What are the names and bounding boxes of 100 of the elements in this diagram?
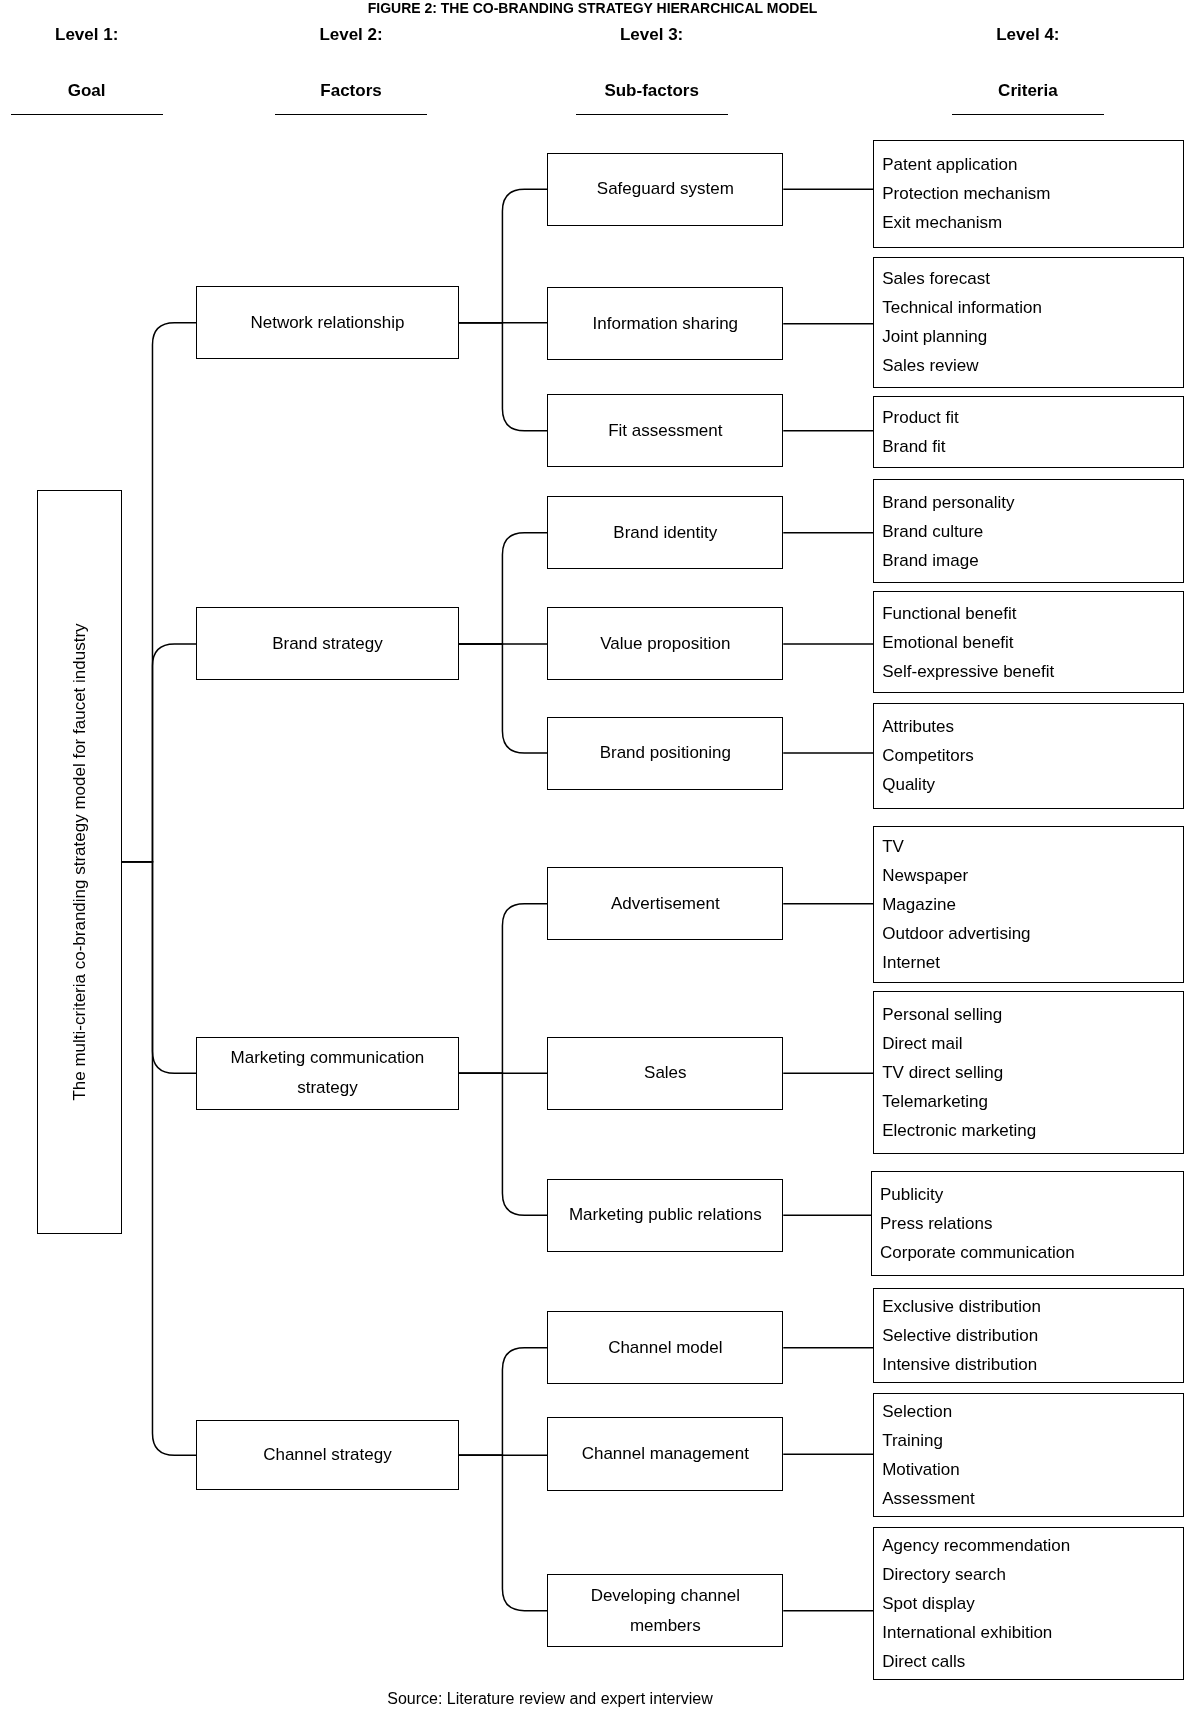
- criteria-box: [873, 1392, 1184, 1517]
- criteria-item: Assessment: [882, 1487, 975, 1510]
- criteria-item: Press relations: [880, 1213, 993, 1236]
- connector-line: [782, 902, 874, 905]
- connector-line: [782, 752, 874, 754]
- criteria-item: Attributes: [882, 716, 954, 739]
- connector-line: [782, 643, 874, 645]
- sub-factor-label: Fit assessment: [608, 419, 723, 442]
- sub-factor-box: [547, 607, 784, 681]
- connector-line: [457, 643, 549, 754]
- factor-box: [196, 607, 459, 681]
- factor-label: Marketing communication strategy: [229, 1047, 426, 1100]
- connector-line: [782, 188, 874, 190]
- criteria-item: Telemarketing: [882, 1091, 989, 1114]
- sub-factor-box: [547, 287, 784, 361]
- sub-factor-label: Channel management: [581, 1443, 749, 1466]
- connector-line: [782, 1609, 874, 1612]
- criteria-box: [871, 1171, 1184, 1277]
- criteria-item: Direct mail: [882, 1033, 963, 1056]
- criteria-item: Directory search: [882, 1564, 1006, 1587]
- factor-label: Channel strategy: [263, 1444, 392, 1467]
- criteria-item: Technical information: [882, 297, 1042, 320]
- criteria-box: [873, 139, 1184, 248]
- criteria-box: [873, 825, 1184, 983]
- level-heading: Level 2:: [318, 25, 384, 46]
- sub-factor-label: Advertisement: [610, 892, 720, 915]
- level-heading: Level 4:: [995, 25, 1061, 46]
- column-heading: Factors: [319, 80, 383, 101]
- criteria-item: Joint planning: [882, 326, 988, 349]
- criteria-item: Brand image: [882, 549, 979, 572]
- criteria-item: Selection: [882, 1400, 953, 1423]
- column-heading: Criteria: [997, 80, 1059, 101]
- criteria-item: Brand personality: [882, 491, 1015, 514]
- criteria-item: Quality: [882, 774, 936, 797]
- connector-line: [457, 1454, 549, 1612]
- factor-box: [196, 286, 459, 360]
- connector-line: [782, 531, 874, 534]
- column-heading: Goal: [66, 80, 107, 101]
- sub-factor-box: [547, 394, 784, 468]
- sub-factor-box: [547, 496, 784, 570]
- criteria-item: Patent application: [882, 154, 1018, 177]
- criteria-item: Protection mechanism: [882, 183, 1051, 206]
- sub-factor-box: [547, 867, 784, 941]
- criteria-item: TV direct selling: [882, 1062, 1004, 1085]
- connector-line: [121, 861, 198, 1457]
- criteria-item: Personal selling: [882, 1004, 1003, 1027]
- criteria-box: [873, 479, 1184, 583]
- criteria-item: Training: [882, 1429, 943, 1452]
- criteria-item: Exclusive distribution: [882, 1296, 1041, 1319]
- criteria-item: Spot display: [882, 1593, 975, 1616]
- sub-factor-label: Marketing public relations: [568, 1204, 762, 1227]
- criteria-box: [873, 256, 1184, 388]
- criteria-item: Electronic marketing: [882, 1120, 1037, 1143]
- connector-line: [457, 322, 549, 432]
- sub-factor-label: Information sharing: [592, 312, 739, 335]
- sub-factor-label: Safeguard system: [596, 178, 734, 201]
- sub-factor-box: [547, 1036, 784, 1110]
- connector-line: [782, 1214, 872, 1216]
- criteria-item: Brand fit: [882, 436, 946, 459]
- criteria-item: Brand culture: [882, 520, 984, 543]
- level-heading: Level 3:: [618, 25, 685, 46]
- criteria-box: [873, 591, 1184, 694]
- criteria-item: Self-expressive benefit: [882, 660, 1055, 683]
- column-heading: Sub-factors: [603, 80, 700, 101]
- criteria-item: International exhibition: [882, 1622, 1053, 1645]
- criteria-item: Outdoor advertising: [882, 922, 1031, 945]
- connector-line: [782, 323, 874, 325]
- criteria-item: Sales forecast: [882, 268, 990, 291]
- criteria-item: Product fit: [882, 407, 959, 430]
- sub-factor-box: [547, 716, 784, 790]
- criteria-item: Agency recommendation: [882, 1535, 1071, 1558]
- connector-line: [457, 1072, 549, 1216]
- criteria-item: Magazine: [882, 893, 956, 916]
- factor-box: [196, 1420, 459, 1491]
- criteria-item: TV: [882, 835, 904, 858]
- criteria-box: [873, 1527, 1184, 1681]
- criteria-box: [873, 1287, 1184, 1384]
- sub-factor-label: Sales: [644, 1062, 687, 1085]
- sub-factor-label: Developing channel members: [589, 1584, 741, 1637]
- criteria-box: [873, 396, 1184, 469]
- sub-factor-label: Brand identity: [613, 521, 718, 544]
- criteria-item: Intensive distribution: [882, 1354, 1038, 1377]
- sub-factor-label: Channel model: [608, 1336, 723, 1359]
- criteria-item: Newspaper: [882, 864, 969, 887]
- criteria-item: Corporate communication: [880, 1242, 1075, 1265]
- sub-factor-box: [547, 1311, 784, 1385]
- connector-line: [782, 1072, 874, 1074]
- goal-box: [37, 489, 122, 1234]
- sub-factor-label: Value proposition: [600, 632, 731, 655]
- criteria-item: Emotional benefit: [882, 631, 1014, 654]
- criteria-item: Motivation: [882, 1458, 960, 1481]
- criteria-item: Selective distribution: [882, 1325, 1039, 1348]
- sub-factor-box: [547, 1417, 784, 1492]
- figure-title: FIGURE 2: THE CO-BRANDING STRATEGY HIERARCHICAL MODEL: [366, 0, 819, 16]
- source-note: Source: Literature review and expert interview: [386, 1690, 714, 1708]
- connector-line: [782, 1453, 874, 1456]
- criteria-item: Exit mechanism: [882, 212, 1003, 235]
- goal-text: The multi-criteria co-branding strategy model for faucet industry: [68, 623, 90, 1101]
- criteria-item: Direct calls: [882, 1651, 966, 1674]
- sub-factor-box: [547, 152, 784, 226]
